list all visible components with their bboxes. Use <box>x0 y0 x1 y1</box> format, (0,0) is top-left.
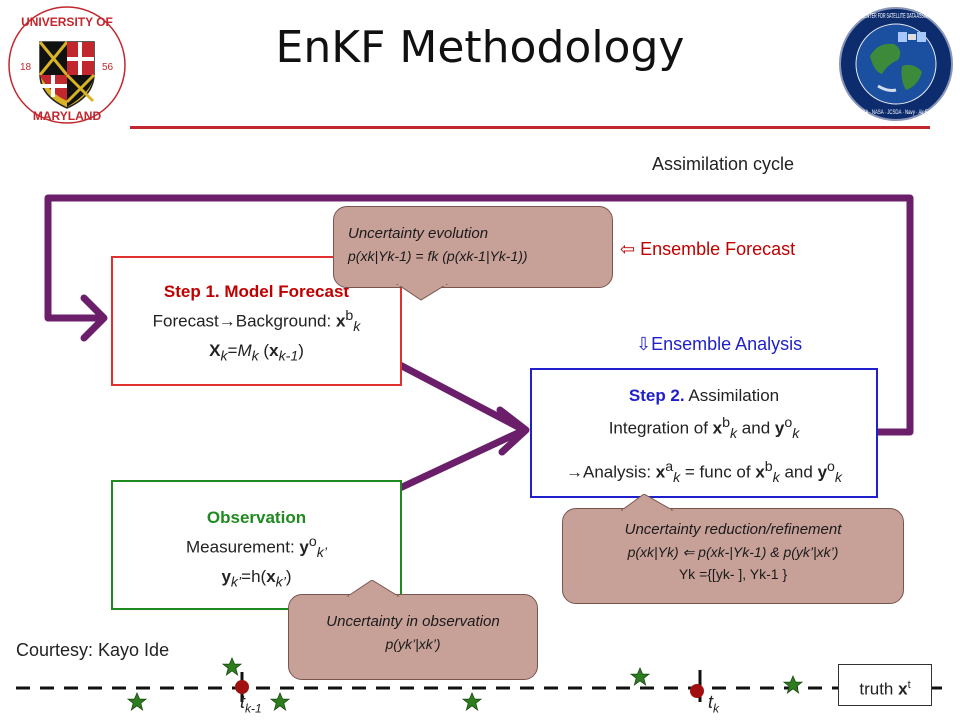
observation-heading: Observation <box>206 508 307 527</box>
observation-star-icon <box>461 691 483 712</box>
header-divider <box>130 126 930 129</box>
assimilation-cycle-label: Assimilation cycle <box>652 154 795 174</box>
uncertainty-observation-formula: p(yk’|xk’) <box>385 636 441 652</box>
left-arrow-icon: ⇦ <box>620 239 636 259</box>
uncertainty-reduction-callout: Uncertainty reduction/refinement p(xk|Yk… <box>562 508 904 604</box>
observation-operator-equation: yk’=h(xk’) <box>221 567 292 591</box>
ensemble-analysis-text: Ensemble Analysis <box>651 334 803 354</box>
cycle-arrowhead <box>80 294 108 342</box>
umd-top-text: UNIVERSITY OF <box>21 15 113 29</box>
observation-star-icon <box>126 691 148 712</box>
uncertainty-observation-callout: Uncertainty in observation p(yk’|xk’) <box>288 594 538 680</box>
evolution-callout-pointer <box>396 284 448 301</box>
jcsda-ring-text: JOINT CENTER FOR SATELLITE DATA ASSIMILA… <box>850 13 942 20</box>
step2-integration-line: Integration of xbk and yok <box>608 415 800 443</box>
umd-year-left: 18 <box>20 62 32 73</box>
uncertainty-reduction-formula: p(xk|Yk) ⇐ p(xk-|Yk-1) & p(yk’|xk’) <box>627 544 839 560</box>
uncertainty-reduction-title: Uncertainty reduction/refinement <box>624 521 842 538</box>
uncertainty-evolution-title: Uncertainty evolution <box>348 225 489 242</box>
jcsda-bottom-text: NOAA · NASA · JCSDA · Navy · Air Force <box>856 110 936 116</box>
right-arrow-icon: → <box>218 311 236 331</box>
assimilation-cycle-arrow <box>44 194 914 436</box>
uncertainty-observation-title: Uncertainty in observation <box>326 613 500 630</box>
observation-star-icon <box>221 656 243 677</box>
down-arrow-icon: ⇩ <box>636 334 652 354</box>
assimilation-arrowhead <box>496 406 530 456</box>
ensemble-forecast-text: Ensemble Forecast <box>640 239 796 259</box>
step2-heading: Step 2. Assimilation <box>628 386 780 405</box>
observation-star-icon <box>269 691 291 712</box>
observation-star-icon <box>629 666 651 687</box>
timeline <box>16 656 952 712</box>
ensemble-forecast-label: ⇦ Ensemble Forecast <box>620 239 795 260</box>
step1-heading: Step 1. Model Forecast <box>163 282 350 301</box>
truth-dot-icon <box>235 680 249 694</box>
right-arrow-icon: → <box>566 462 584 482</box>
step2-assimilation-box: Step 2. Assimilation Integration of xbk … <box>530 368 878 498</box>
truth-legend: truth xt <box>838 664 932 706</box>
ensemble-analysis-label: ⇩Ensemble Analysis <box>636 334 802 355</box>
jcsda-logo: JOINT CENTER FOR SATELLITE DATA ASSIMILA… <box>839 7 953 121</box>
step2-analysis-line: →Analysis: xak = func of xbk and yok <box>566 459 842 487</box>
time-label-k-minus-1: tk-1 <box>240 692 262 716</box>
observation-box: Observation Measurement: yok’ yk’=h(xk’) <box>111 480 402 610</box>
observation-set-formula: Yk ={[yk- ], Yk-1 } <box>678 566 788 582</box>
time-label-k: tk <box>708 692 720 716</box>
observation-measurement-line: Measurement: yok’ <box>186 534 327 562</box>
truth-dot-icon <box>690 684 704 698</box>
umd-year-right: 56 <box>102 62 114 73</box>
forecast-to-assimilation-arrow <box>396 361 524 432</box>
umd-bottom-text: MARYLAND <box>33 109 102 123</box>
courtesy-text: Courtesy: Kayo Ide <box>16 640 170 660</box>
page-title: EnKF Methodology <box>275 22 685 73</box>
step1-forecast-line: Forecast→Background: xbk <box>152 308 361 336</box>
step1-model-equation: Xk=Mk (xk-1) <box>209 341 304 365</box>
uncertainty-evolution-formula: p(xk|Yk-1) = fk (p(xk-1|Yk-1)) <box>348 248 528 264</box>
university-of-maryland-logo: UNIVERSITY OF MARYLAND 18 56 <box>8 6 126 124</box>
satellite-icon <box>898 32 926 42</box>
earth-icon <box>870 43 922 92</box>
uncertainty-evolution-callout: Uncertainty evolution p(xk|Yk-1) = fk (p… <box>333 206 613 288</box>
observation-star-icon <box>782 674 804 695</box>
reduction-callout-pointer <box>620 494 674 512</box>
umd-shield-icon <box>38 41 96 109</box>
observation-callout-pointer <box>346 580 400 598</box>
observation-to-assimilation-arrow <box>396 428 524 492</box>
